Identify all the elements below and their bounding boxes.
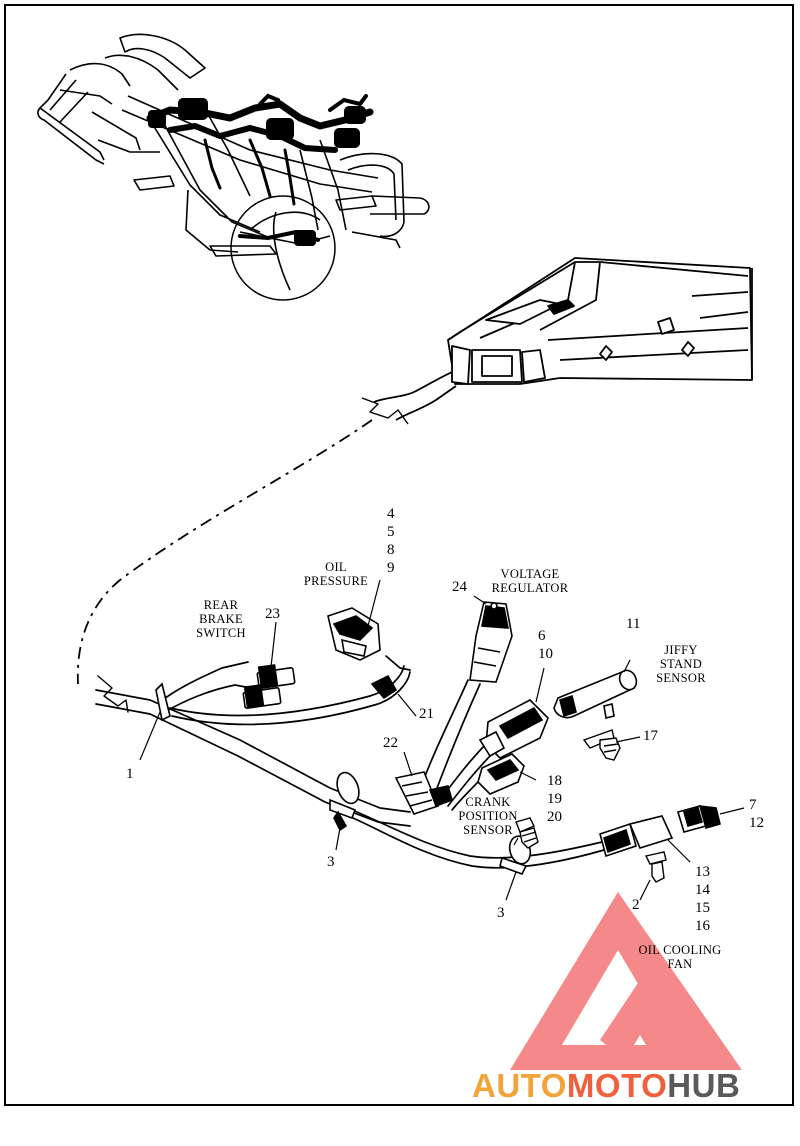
callout-number: 14 xyxy=(695,882,710,898)
callout-23: 23 xyxy=(265,606,280,622)
caption-oil-cooling-fan: OIL COOLING FAN xyxy=(630,943,730,971)
motorcycle-frame-overview xyxy=(37,33,430,301)
callout-3-b: 3 xyxy=(497,905,505,921)
caption-line: VOLTAGE xyxy=(500,567,560,581)
caption-crank-position-sensor: CRANK POSITION SENSOR xyxy=(452,795,524,837)
callout-number: 8 xyxy=(387,542,395,558)
rear-brake-switch-connectors xyxy=(242,664,296,709)
callout-22: 22 xyxy=(383,735,398,751)
callout-number: 18 xyxy=(547,773,562,789)
caption-line: SWITCH xyxy=(196,626,246,640)
callout-18-20: 18 19 20 xyxy=(547,772,562,826)
callout-number: 5 xyxy=(387,524,395,540)
jiffy-stand-sensor xyxy=(553,669,638,719)
push-pin-20 xyxy=(515,817,539,849)
callout-number: 6 xyxy=(538,628,546,644)
logo-auto: AUTO xyxy=(472,1067,567,1104)
logo-moto: MOTO xyxy=(566,1067,668,1104)
callout-number: 13 xyxy=(695,864,710,880)
callout-11: 11 xyxy=(626,616,641,632)
callout-number: 4 xyxy=(387,506,395,522)
callout-24: 24 xyxy=(452,579,467,595)
watermark-logo: AUTOMOTOHUB xyxy=(472,1068,740,1104)
logo-hub: HUB xyxy=(667,1067,741,1104)
callout-number: 10 xyxy=(538,646,553,662)
callout-4-5-8-9: 4 5 8 9 xyxy=(387,505,395,577)
callout-number: 12 xyxy=(749,815,764,831)
callout-number: 15 xyxy=(695,900,710,916)
caption-line: CRANK xyxy=(465,795,511,809)
callout-7-12: 7 12 xyxy=(749,796,764,832)
caption-line: SENSOR xyxy=(656,671,706,685)
callout-3-a: 3 xyxy=(327,854,335,870)
callout-6-10: 6 10 xyxy=(538,627,553,663)
caption-line: PRESSURE xyxy=(303,574,369,588)
oil-pressure-connector xyxy=(327,607,398,700)
leader-lines xyxy=(139,579,745,901)
diagram-frame xyxy=(4,4,794,1106)
caption-line: SENSOR xyxy=(463,823,513,837)
harness-junction-block xyxy=(394,771,453,815)
oil-cooling-fan-connectors xyxy=(599,805,721,858)
caption-line: BRAKE xyxy=(199,612,243,626)
mounting-clip-17 xyxy=(582,729,621,761)
caption-voltage-regulator: VOLTAGE REGULATOR xyxy=(484,567,576,595)
caption-line: POSITION xyxy=(458,809,518,823)
caption-rear-brake-switch: REAR BRAKE SWITCH xyxy=(190,598,252,640)
voltage-regulator-connector xyxy=(469,601,513,683)
main-wiring-harness-overview xyxy=(146,93,374,246)
pin-clip-2 xyxy=(644,851,667,883)
callout-13-16: 13 14 15 16 xyxy=(695,863,710,935)
caption-line: OIL COOLING xyxy=(638,943,722,957)
caption-jiffy-stand-sensor: JIFFY STAND SENSOR xyxy=(648,643,714,685)
frame-crossmember-detail xyxy=(361,257,753,425)
callout-number: 7 xyxy=(749,797,757,813)
watermark-triangle xyxy=(510,892,742,1070)
caption-line: FAN xyxy=(667,957,693,971)
caption-line: REGULATOR xyxy=(491,581,569,595)
callout-2: 2 xyxy=(632,897,640,913)
callout-number: 16 xyxy=(695,918,710,934)
harness-routing-path xyxy=(76,419,373,685)
caption-line: STAND xyxy=(659,657,703,671)
callout-number: 19 xyxy=(547,791,562,807)
caption-oil-pressure: OIL PRESSURE xyxy=(303,560,369,588)
sub-harness xyxy=(95,655,605,869)
callout-number: 20 xyxy=(547,809,562,825)
caption-line: JIFFY xyxy=(664,643,698,657)
caption-line: REAR xyxy=(203,598,239,612)
callout-1: 1 xyxy=(126,766,134,782)
caption-line: OIL xyxy=(325,560,347,574)
crank-position-connector xyxy=(477,753,525,795)
callout-number: 9 xyxy=(387,560,395,576)
callout-17: 17 xyxy=(643,728,658,744)
connector-6-10 xyxy=(478,699,549,759)
callout-21: 21 xyxy=(419,706,434,722)
